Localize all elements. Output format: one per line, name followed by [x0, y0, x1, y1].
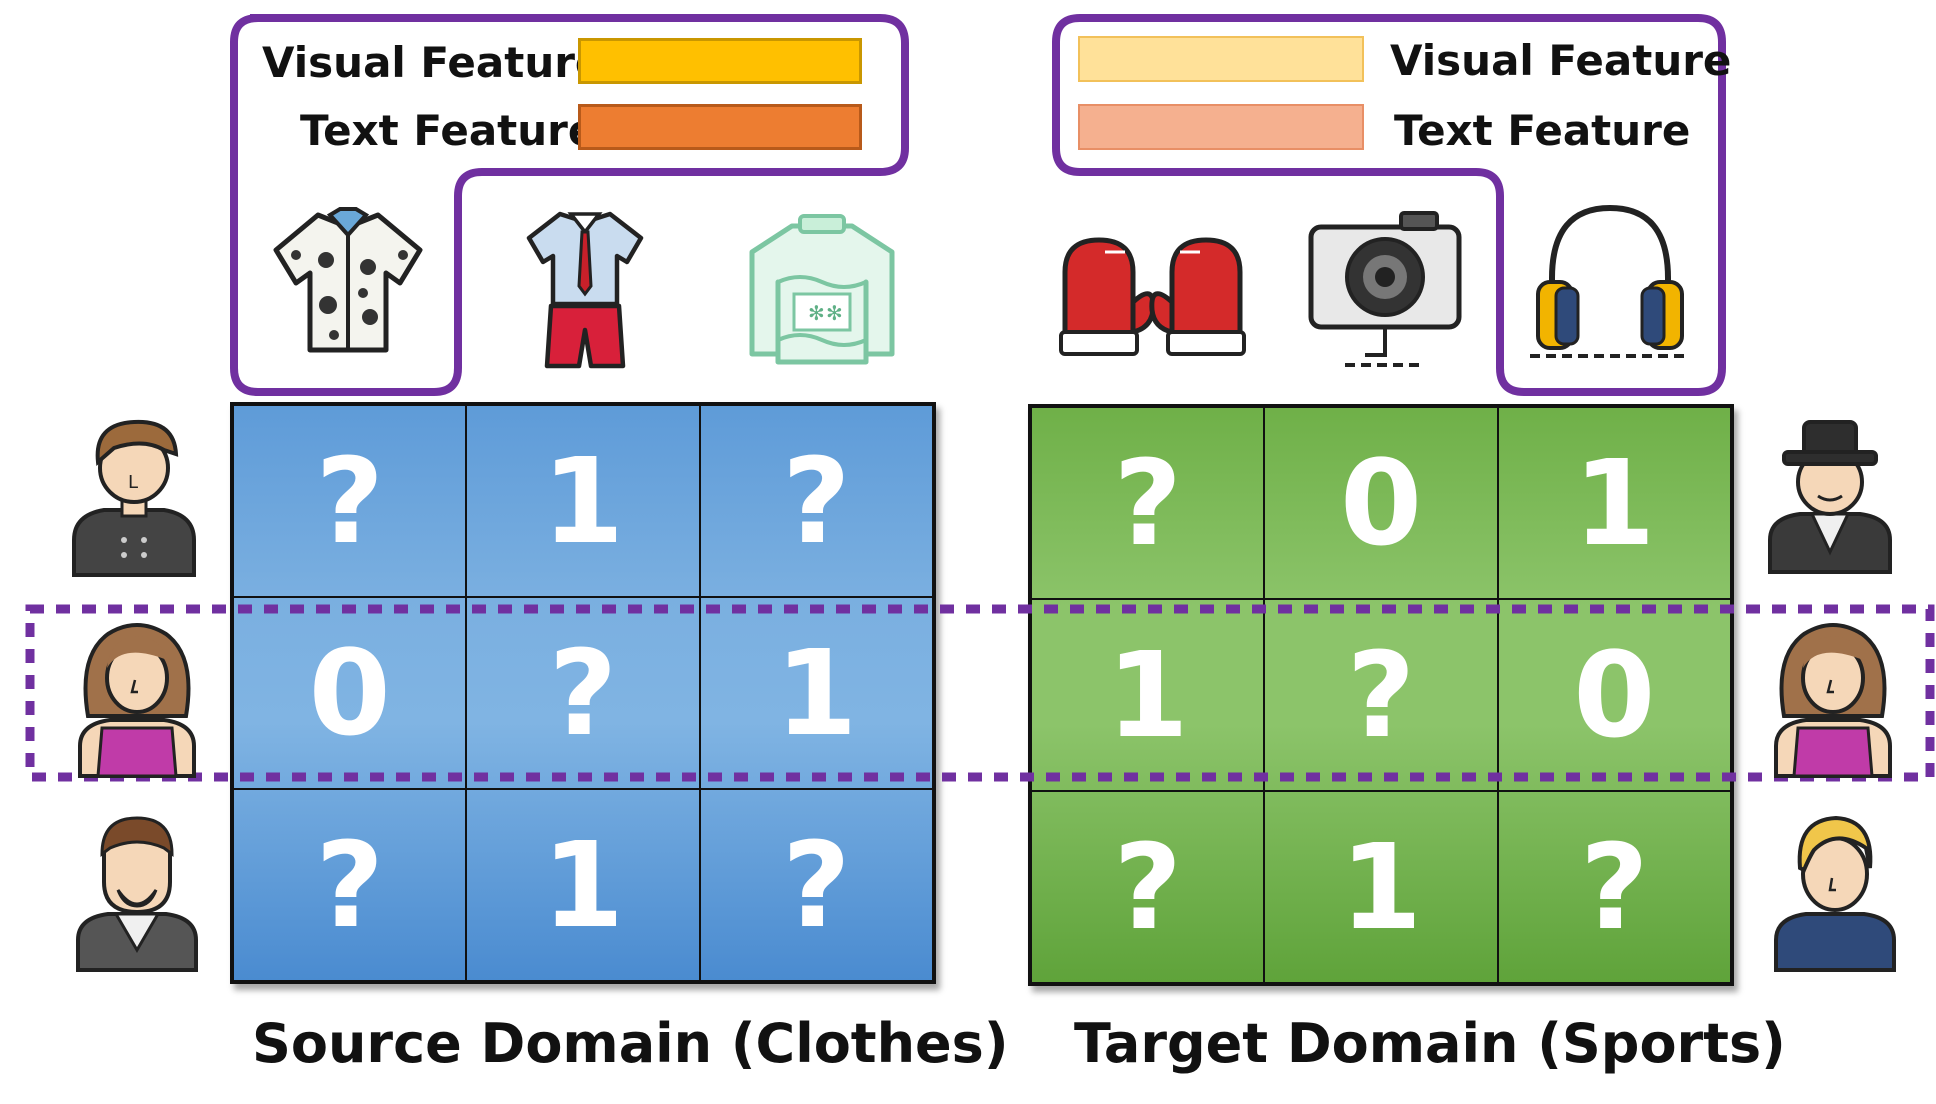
source-cell-r2-c2: ?: [466, 597, 700, 789]
target-cell-r3-c2: 1: [1264, 791, 1498, 983]
sweater-icon: ✻ ✻: [749, 214, 895, 365]
target-visual-feature-label: Visual Feature: [1390, 36, 1732, 85]
target-cell-r3-c1: ?: [1031, 791, 1265, 983]
source-cell-r3-c3: ?: [699, 789, 933, 981]
source-cell-r3-c2: 1: [466, 789, 700, 981]
camera-icon: [1308, 211, 1462, 367]
target-interaction-matrix: ? 0 1 1 ? 0 ? 1 ?: [1028, 404, 1734, 986]
target-text-feature-bar: [1078, 104, 1364, 150]
target-visual-feature-bar: [1078, 36, 1364, 82]
source-interaction-matrix: ? 1 ? 0 ? 1 ? 1 ?: [230, 402, 936, 984]
target-domain-caption: Target Domain (Sports): [1074, 1012, 1786, 1075]
man-brown-hair-icon: L: [72, 419, 196, 577]
target-cell-r2-c2: ?: [1264, 599, 1498, 791]
svg-text:✻: ✻: [826, 301, 843, 325]
mittens-icon: [1059, 237, 1246, 356]
source-domain-caption: Source Domain (Clothes): [252, 1012, 1009, 1075]
woman-icon: [1774, 623, 1892, 778]
target-cell-r1-c2: 0: [1264, 407, 1498, 599]
blond-user-icon: [1774, 815, 1896, 972]
source-cell-r1-c2: 1: [466, 405, 700, 597]
source-cell-r1-c1: ?: [233, 405, 467, 597]
target-cell-r3-c3: ?: [1497, 791, 1731, 983]
shirt-and-shorts-icon: [526, 211, 644, 369]
man-with-hat-icon: [1768, 420, 1892, 574]
target-cell-r1-c3: 1: [1497, 407, 1731, 599]
target-cell-r1-c1: ?: [1031, 407, 1265, 599]
bearded-man-icon: [76, 816, 198, 972]
source-text-feature-label: Text Feature: [300, 106, 597, 155]
woman-icon: [78, 623, 196, 778]
source-cell-r2-c1: 0: [233, 597, 467, 789]
source-text-feature-bar: [578, 104, 862, 150]
source-cell-r1-c3: ?: [699, 405, 933, 597]
headphones-icon: [1530, 204, 1690, 358]
svg-text:L: L: [128, 472, 138, 493]
svg-text:✻: ✻: [808, 301, 825, 325]
target-cell-r2-c3: 0: [1497, 599, 1731, 791]
hawaiian-shirt-icon: [273, 207, 423, 353]
target-text-feature-label: Text Feature: [1394, 106, 1691, 155]
target-cell-r2-c1: 1: [1031, 599, 1265, 791]
source-visual-feature-label: Visual Feature: [262, 38, 604, 87]
source-visual-feature-bar: [578, 38, 862, 84]
source-cell-r3-c1: ?: [233, 789, 467, 981]
source-cell-r2-c3: 1: [699, 597, 933, 789]
